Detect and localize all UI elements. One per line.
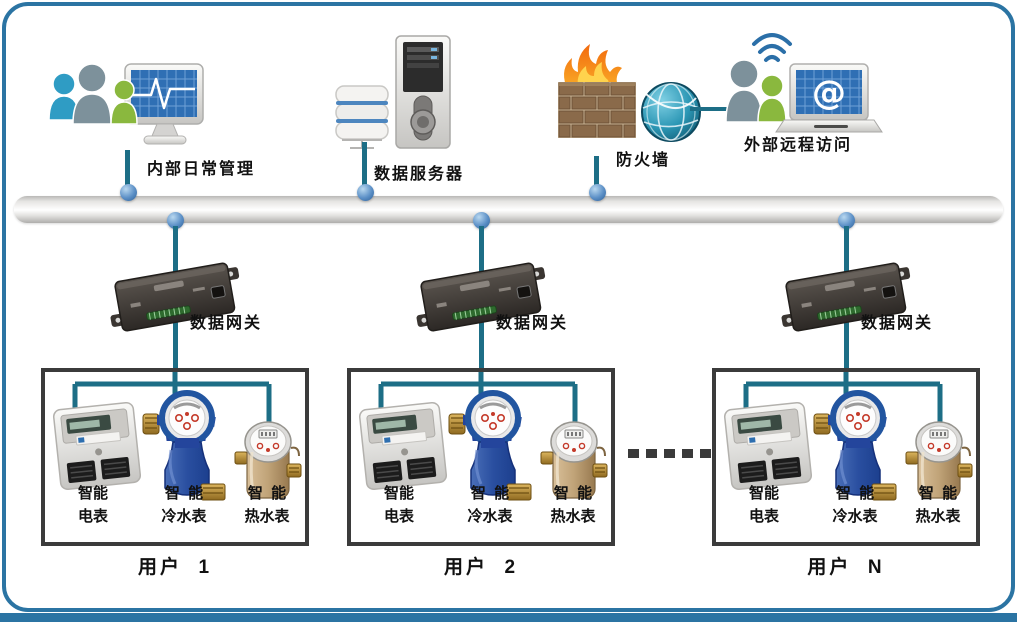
smart-cold-water-meter-icon — [813, 390, 897, 501]
person-gray-icon — [725, 59, 763, 123]
smart-hot-water-meter-icon — [234, 421, 302, 499]
svg-text:@: @ — [812, 73, 846, 113]
management-group-icon — [48, 63, 204, 145]
cold-water-meter-label: 智 能冷水表 — [832, 485, 878, 525]
bus-node-server — [357, 184, 374, 201]
smart-electric-meter-icon — [52, 401, 142, 491]
user-box-1: 智能电表 智 能冷水表 智 能热水表 — [41, 368, 309, 546]
electric-meter-label: 智能电表 — [383, 485, 414, 525]
firewall-connector-line — [594, 156, 599, 190]
smart-cold-water-meter-icon — [448, 390, 532, 501]
cold-water-meter-label: 智 能冷水表 — [467, 485, 513, 525]
bus-node-management — [120, 184, 137, 201]
database-stack-icon — [335, 85, 389, 149]
bus-node-firewall — [589, 184, 606, 201]
smart-hot-water-meter-icon — [905, 421, 973, 499]
smart-cold-water-meter-icon — [142, 390, 226, 501]
firewall-icon — [558, 44, 701, 142]
brick-wall-icon — [558, 82, 636, 138]
smart-electric-meter-icon — [723, 401, 813, 491]
data-server-icon — [335, 35, 451, 149]
meter-branch-lines — [72, 372, 272, 432]
bus-node-gateway-2 — [473, 212, 490, 229]
person-green-icon — [757, 74, 787, 123]
management-label: 内部日常管理 — [147, 161, 256, 178]
electric-meter-label: 智能电表 — [77, 485, 108, 525]
user-2-label: 用户 2 — [443, 557, 519, 578]
hot-water-meter-label: 智 能热水表 — [550, 485, 596, 525]
gateway-3-label: 数据网关 — [861, 315, 934, 332]
user-n-label: 用户 N — [807, 557, 885, 578]
bottom-accent-bar — [0, 613, 1017, 622]
meter-branch-lines — [378, 372, 578, 432]
remote-access-icon: @ — [725, 33, 883, 133]
user-box-n: 智能电表 智 能冷水表 智 能热水表 — [712, 368, 980, 546]
gateway-1-label: 数据网关 — [190, 315, 263, 332]
server-tower-icon — [395, 35, 451, 149]
user-1-label: 用户 1 — [137, 557, 213, 578]
gateway-device-icon — [110, 262, 240, 332]
meter-branch-lines — [743, 372, 943, 432]
person-green-icon — [110, 79, 138, 125]
flames-icon — [564, 44, 622, 86]
smart-hot-water-meter-icon — [540, 421, 608, 499]
monitor-icon — [124, 63, 204, 145]
gateway-device-icon — [416, 262, 546, 332]
server-connector-line — [362, 142, 367, 190]
globe-remote-link-line — [690, 107, 738, 111]
ellipsis-dots — [628, 449, 711, 458]
user-box-2: 智能电表 智 能冷水表 智 能热水表 — [347, 368, 615, 546]
laptop-icon: @ — [775, 63, 883, 133]
wifi-icon — [752, 33, 792, 62]
cold-water-meter-label: 智 能冷水表 — [161, 485, 207, 525]
remote-label: 外部远程访问 — [744, 137, 853, 154]
smart-electric-meter-icon — [358, 401, 448, 491]
bus-node-gateway-1 — [167, 212, 184, 229]
internet-globe-icon — [641, 82, 701, 142]
management-connector-line — [125, 150, 130, 190]
bus-node-gateway-3 — [838, 212, 855, 229]
person-gray-icon — [72, 63, 112, 125]
hot-water-meter-label: 智 能热水表 — [244, 485, 290, 525]
firewall-label: 防火墙 — [616, 152, 671, 169]
gateway-2-label: 数据网关 — [496, 315, 569, 332]
server-label: 数据服务器 — [374, 166, 465, 183]
electric-meter-label: 智能电表 — [748, 485, 779, 525]
gateway-device-icon — [781, 262, 911, 332]
hot-water-meter-label: 智 能热水表 — [915, 485, 961, 525]
